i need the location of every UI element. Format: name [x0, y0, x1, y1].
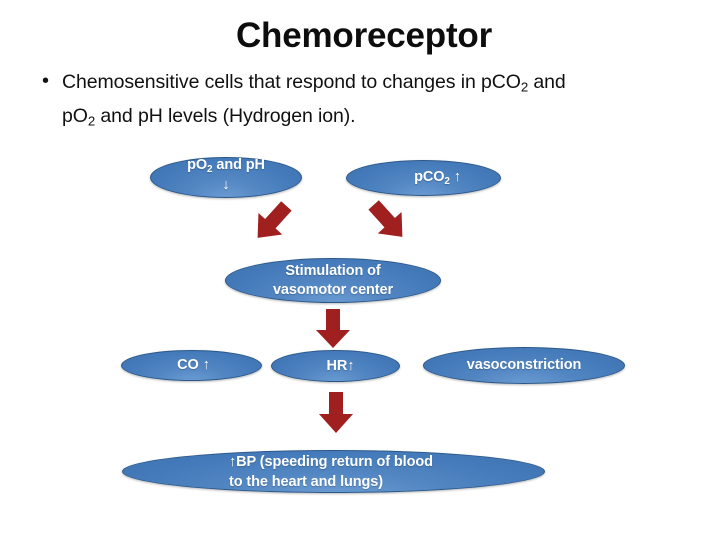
node-bp-line2: to the heart and lungs) [229, 473, 383, 490]
node-pco2-label-a: pCO [414, 168, 445, 185]
node-po2-label-b: and pH [212, 156, 265, 173]
node-pco2-subscript: 2 [444, 175, 450, 187]
bullet-line2-subscript: 2 [87, 113, 96, 129]
diagram-node-heart-rate[interactable]: HR↑ [271, 350, 400, 382]
diagram-node-po2-ph[interactable]: pO2 and pH ↓ [150, 157, 302, 198]
bullet-paragraph: • Chemosensitive cells that respond to c… [36, 68, 698, 135]
up-arrow-glyph-icon: ↑ [449, 168, 461, 185]
arrow-down-right-icon [257, 201, 292, 238]
diagram-node-blood-pressure[interactable]: ↑BP (speeding return of blood to the hea… [122, 450, 545, 493]
bullet-text: Chemosensitive cells that respond to cha… [62, 68, 566, 135]
node-po2-subscript: 2 [207, 163, 213, 175]
bullet-line1-subscript: 2 [520, 79, 529, 95]
diagram-node-cardiac-output[interactable]: CO ↑ [121, 350, 262, 381]
arrow-down-icon [319, 392, 353, 433]
node-stim-line1: Stimulation of [285, 262, 381, 279]
arrow-down-icon [316, 309, 350, 348]
page-title: Chemoreceptor [235, 16, 493, 55]
diagram-node-vasoconstriction[interactable]: vasoconstriction [423, 347, 625, 384]
node-co-label: CO ↑ [177, 357, 210, 373]
bullet-line2-part-b: and pH levels (Hydrogen ion). [95, 104, 356, 127]
node-hr-label: HR↑ [326, 357, 355, 374]
node-bp-line1: ↑BP (speeding return of blood [229, 453, 433, 470]
bullet-line2-part-a: pO [62, 104, 88, 127]
bullet-marker: • [42, 70, 50, 92]
diagram-node-stimulation-vasomotor-center[interactable]: Stimulation of vasomotor center [225, 258, 441, 303]
node-stim-line2: vasomotor center [272, 281, 394, 298]
diagram-node-pco2[interactable]: pCO2 ↑ [346, 160, 501, 196]
bullet-line1-part-a: Chemosensitive cells that respond to cha… [62, 71, 521, 93]
arrow-down-left-icon [368, 200, 403, 237]
down-arrow-glyph-icon: ↓ [222, 177, 230, 194]
node-vaso-label: vasoconstriction [466, 357, 582, 373]
bullet-line1-part-b: and [528, 71, 566, 93]
node-po2-label-a: pO [187, 156, 208, 173]
